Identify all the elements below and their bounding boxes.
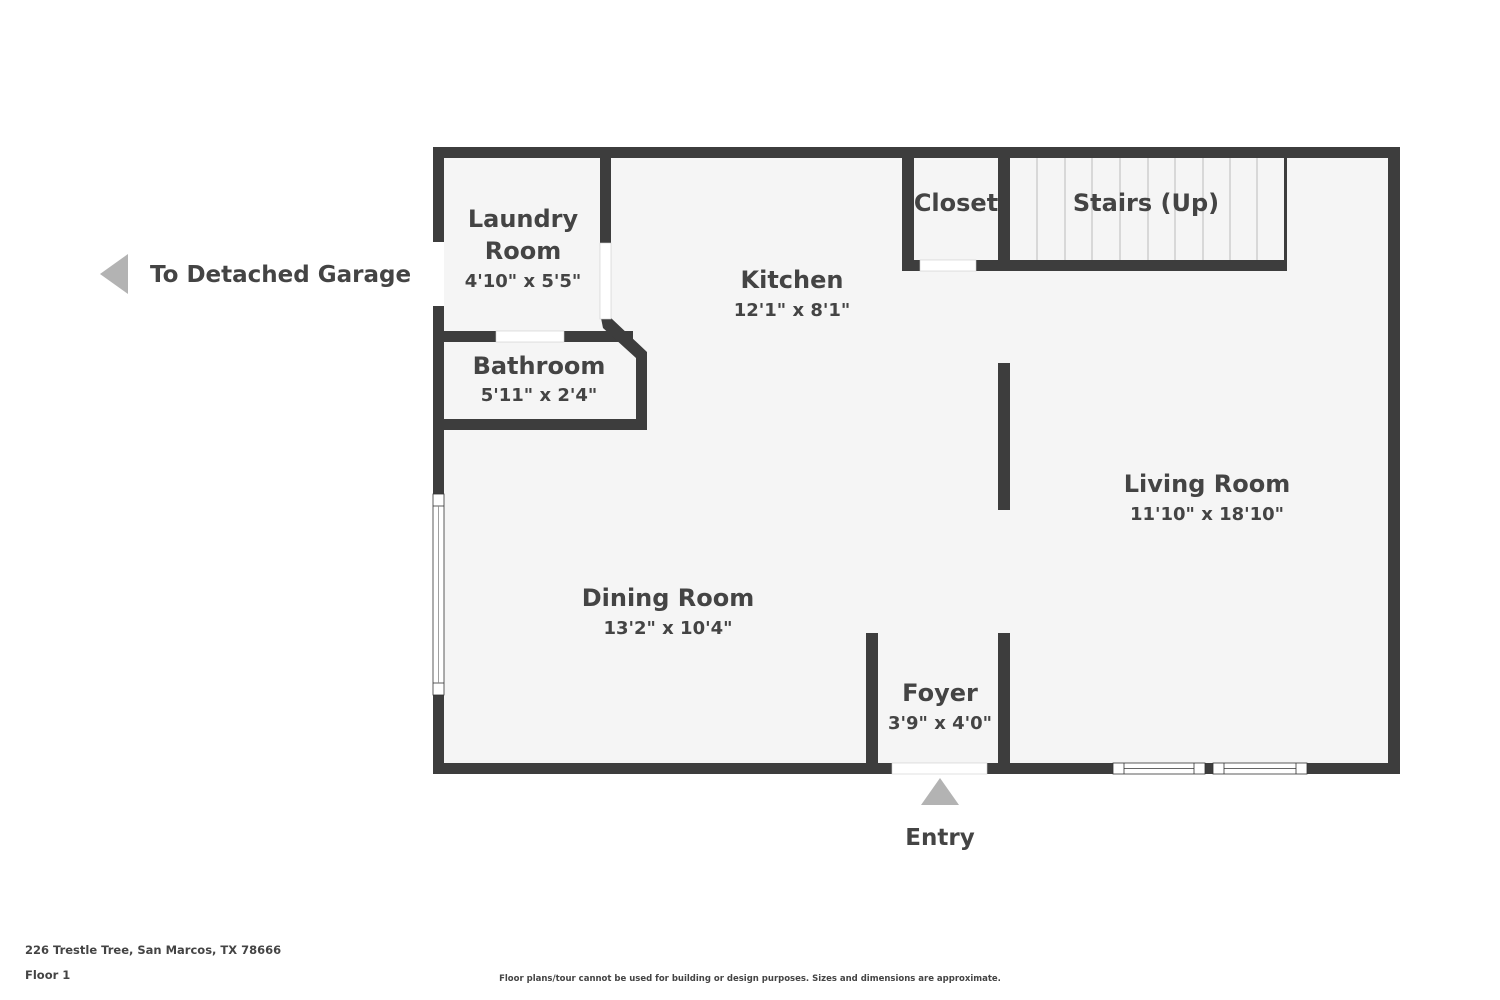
kitchen-dims: 12'1" x 8'1"	[734, 300, 851, 321]
garage-label: To Detached Garage	[150, 262, 411, 288]
kitchen-name: Kitchen	[741, 266, 844, 294]
laundry-window-left	[433, 242, 444, 306]
floor-label: Floor 1	[25, 968, 71, 982]
bathroom-name: Bathroom	[473, 352, 606, 380]
closet-walls	[902, 147, 1287, 271]
laundry-room-name-line2: Room	[485, 237, 561, 265]
living-room-name: Living Room	[1124, 470, 1290, 498]
bathroom-door	[495, 330, 565, 343]
dining-room-dims: 13'2" x 10'4"	[603, 618, 732, 639]
laundry-door	[599, 242, 612, 320]
entry-label: Entry	[905, 825, 974, 851]
living-room-windows	[1112, 762, 1308, 775]
arrow-up-icon	[921, 778, 959, 805]
closet-name: Closet	[914, 189, 998, 217]
bathroom-diagonal-wall	[601, 318, 647, 430]
dining-room-window	[432, 493, 445, 696]
foyer-dims: 3'9" x 4'0"	[888, 713, 992, 734]
closet-door	[919, 259, 977, 272]
dining-room-name: Dining Room	[582, 584, 755, 612]
arrow-left-icon	[100, 254, 128, 294]
stairs-name: Stairs (Up)	[1073, 189, 1219, 217]
address: 226 Trestle Tree, San Marcos, TX 78666	[25, 943, 282, 957]
foyer-name: Foyer	[902, 679, 978, 707]
living-room-dims: 11'10" x 18'10"	[1130, 504, 1284, 525]
bathroom-dims: 5'11" x 2'4"	[481, 385, 598, 406]
disclaimer: Floor plans/tour cannot be used for buil…	[499, 974, 1001, 984]
laundry-room-dims: 4'10" x 5'5"	[465, 271, 582, 292]
partition-walls	[866, 363, 1010, 774]
stairs	[1010, 158, 1287, 271]
entry-door	[891, 762, 988, 775]
laundry-room-name-line1: Laundry	[468, 205, 579, 233]
bathroom-bottom-wall	[433, 419, 647, 430]
